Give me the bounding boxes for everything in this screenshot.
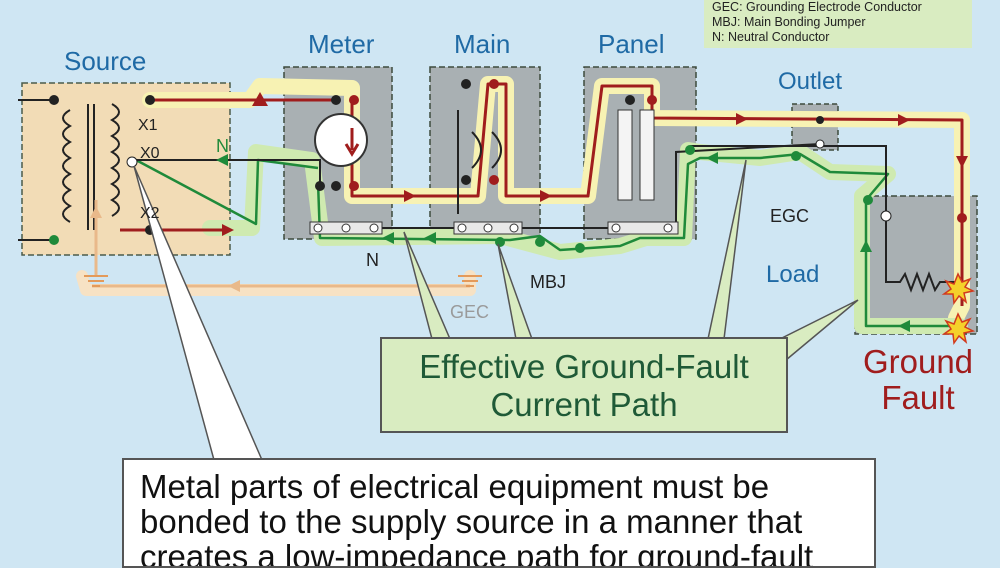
label-outlet: Outlet: [778, 68, 842, 95]
hot-arrow-6: [956, 156, 968, 168]
main-breaker-contact: [471, 131, 502, 169]
primary-coil: [62, 109, 73, 223]
fault-spark-upper: [941, 272, 976, 306]
panel-breaker-1: [617, 109, 633, 201]
legend-mbj: MBJ: Main Bonding Jumper: [712, 15, 866, 29]
source-enclosure: [21, 82, 231, 256]
return-arrow-1: [898, 320, 910, 332]
label-main: Main: [454, 29, 510, 59]
meter-dial: [314, 113, 368, 167]
legend-gec: GEC: Grounding Electrode Conductor: [712, 0, 922, 14]
explanation-line-3: creates a low-impedance path for ground-…: [140, 538, 814, 568]
return-arrow-5: [382, 232, 394, 244]
legend-box: GEC: Grounding Electrode Conductor MBJ: …: [704, 0, 972, 48]
pointer-to-mbj: [497, 243, 534, 340]
ground-arrow-1: [228, 280, 240, 292]
label-x2: X2: [140, 205, 160, 222]
hot-arrow-4: [736, 113, 748, 125]
meter-arrow: [344, 128, 360, 157]
legend-neutral: N: Neutral Conductor: [712, 30, 830, 44]
ground-fault-label: Ground Fault: [848, 344, 988, 416]
label-panel: Panel: [598, 29, 665, 59]
return-arrow-2: [860, 240, 872, 252]
label-x0: X0: [140, 145, 160, 162]
label-egc: EGC: [770, 206, 809, 226]
terminal-points: [49, 79, 967, 253]
return-arrow-6: [216, 154, 228, 166]
pointer-to-egc: [707, 159, 747, 340]
explanation-callout: Metal parts of electrical equipment must…: [122, 458, 876, 568]
panel-bus-bar: [607, 221, 679, 235]
neutral-return: [135, 158, 319, 226]
ground-fault-line-1: Ground: [862, 343, 974, 380]
secondary-coil: [109, 103, 120, 217]
ground-symbol-service: [458, 275, 482, 287]
hot-arrow-7: [222, 224, 234, 236]
hot-arrow-3: [540, 190, 552, 202]
hot-arrow-1: [252, 92, 268, 106]
ground-rail-glow: [76, 270, 476, 296]
diagram-canvas: Source Meter Main Panel Outlet Load X1 X…: [18, 29, 978, 461]
ground-symbol-source: [84, 275, 108, 287]
label-source: Source: [64, 46, 146, 76]
direction-arrows: [90, 92, 968, 332]
hot-arrow-5: [898, 114, 910, 126]
effective-path-callout: Effective Ground-Fault Current Path: [380, 337, 788, 433]
hot-arrow-2: [404, 190, 416, 202]
return-arrow-4: [424, 232, 436, 244]
grounding-diagram: Source Meter Main Panel Outlet Load X1 X…: [18, 0, 988, 568]
label-load: Load: [766, 261, 819, 288]
return-conductor: [135, 152, 958, 328]
callout-pointers: [133, 159, 859, 461]
label-n-bottom: N: [366, 250, 379, 270]
return-arrow-3: [706, 152, 718, 164]
effective-path-line-1: Effective Ground-Fault: [419, 348, 749, 385]
fault-spark-lower: [941, 312, 976, 346]
panel-breaker-2: [639, 109, 655, 201]
ground-arrow-2: [90, 206, 102, 218]
label-gec: GEC: [450, 302, 489, 322]
label-n-top: N: [216, 136, 229, 156]
egc-wire: [690, 145, 887, 216]
load-resistor: [885, 216, 956, 293]
effective-path-line-2: Current Path: [490, 386, 678, 423]
egc-return: [316, 152, 958, 328]
label-x1: X1: [138, 117, 158, 134]
neutral-wire: [136, 159, 321, 182]
ground-fault-line-2: Fault: [881, 379, 955, 416]
explanation-line-2: bonded to the supply source in a manner …: [140, 503, 803, 540]
explanation-line-1: Metal parts of electrical equipment must…: [140, 468, 770, 505]
label-meter: Meter: [308, 29, 375, 59]
transformer: [18, 99, 120, 241]
label-mbj: MBJ: [530, 272, 566, 292]
